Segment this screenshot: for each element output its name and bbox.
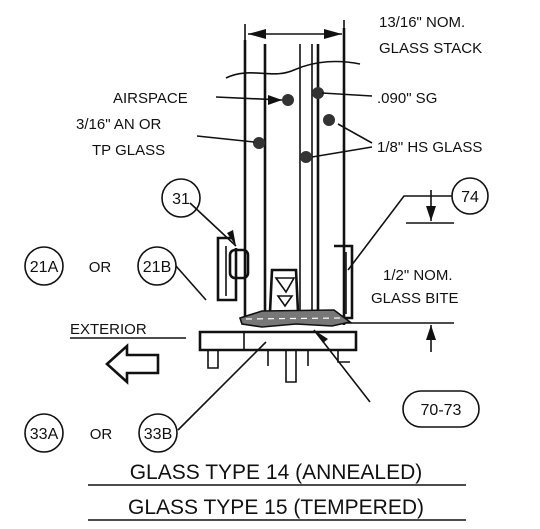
airspace-dot: [282, 94, 294, 106]
callout-21b: 21B: [137, 246, 177, 286]
callout-70-73: 70-73: [402, 390, 480, 428]
frame-extrusion: [198, 236, 358, 383]
exterior-arrow-icon: [105, 343, 160, 385]
callout-33b: 33B: [138, 413, 178, 453]
callout-21b-text: 21B: [143, 259, 171, 276]
sg-label: .090" SG: [377, 90, 437, 107]
callout-33a: 33A: [24, 413, 64, 453]
material-dots: [253, 87, 335, 163]
hs-glass-label: 1/8" HS GLASS: [377, 139, 482, 156]
callout-74: 74: [451, 177, 489, 215]
callout-31-text: 31: [172, 191, 190, 208]
glazing-gasket: [228, 248, 250, 280]
stack-label-line1: 13/16" NOM.: [379, 14, 465, 31]
airspace-label: AIRSPACE: [113, 90, 188, 107]
bite-label-line1: 1/2" NOM.: [383, 267, 453, 284]
exterior-label: EXTERIOR: [70, 321, 147, 338]
hs-glass-dot-2: [300, 151, 312, 163]
callout-33b-text: 33B: [144, 426, 172, 443]
bite-label-line2: GLASS BITE: [371, 290, 459, 307]
title-line2: GLASS TYPE 15 (TEMPERED): [128, 496, 424, 519]
hs-glass-dot-1: [323, 114, 335, 126]
an-glass-dot: [253, 137, 265, 149]
an-glass-label-line2: TP GLASS: [92, 142, 165, 159]
callout-21a: 21A: [24, 246, 64, 286]
stack-label-line2: GLASS STACK: [379, 40, 482, 57]
sill-extrusion: [198, 330, 358, 352]
callout-70-73-text: 70-73: [421, 402, 462, 419]
leader-lines: [175, 92, 452, 431]
exterior-stop: [216, 236, 238, 302]
an-glass-label-line1: 3/16" AN OR: [76, 116, 162, 133]
callout-21a-text: 21A: [30, 259, 59, 276]
or-label-21: OR: [89, 259, 112, 276]
callout-31: 31: [161, 178, 201, 218]
break-line: [225, 60, 361, 79]
callout-74-text: 74: [461, 189, 479, 206]
or-label-33: OR: [90, 426, 113, 443]
sg-dot: [312, 87, 324, 99]
callout-33a-text: 33A: [30, 426, 59, 443]
title-line1: GLASS TYPE 14 (ANNEALED): [130, 461, 423, 484]
glass-stack-dimension: [244, 20, 345, 60]
